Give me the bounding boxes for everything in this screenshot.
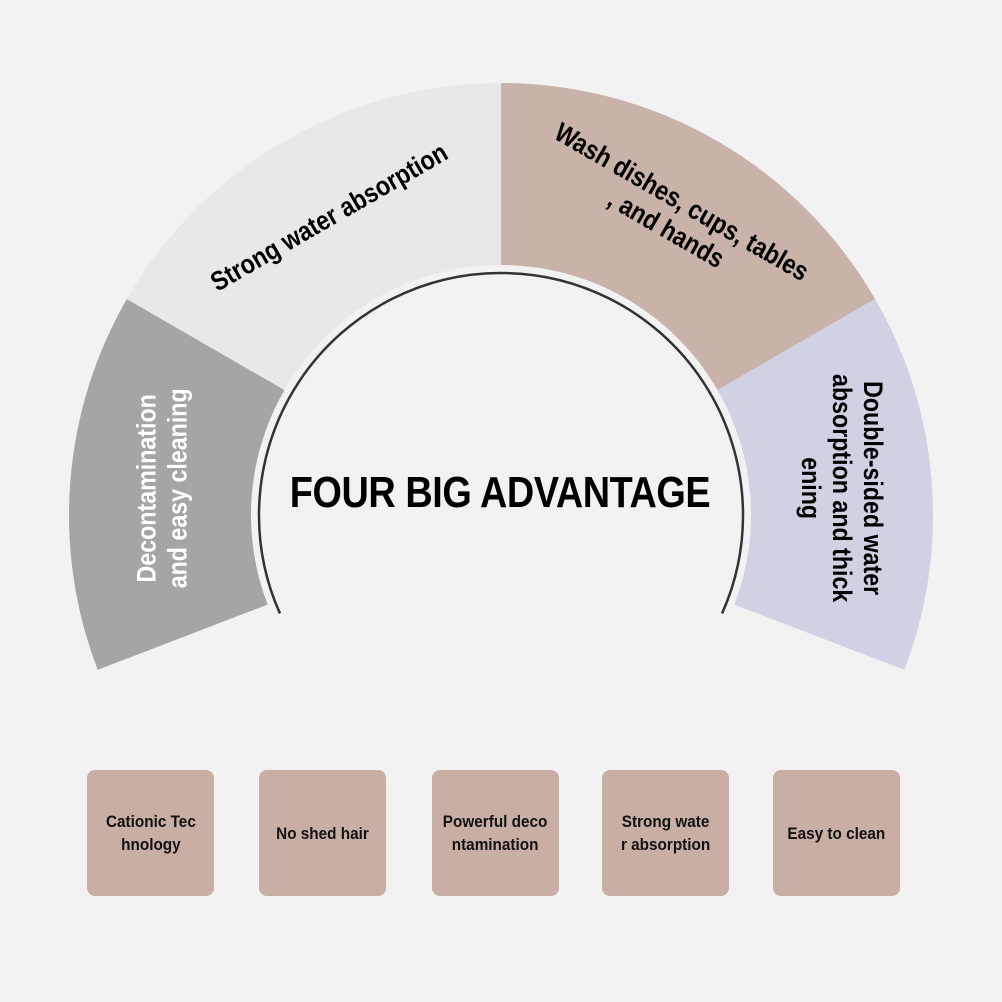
feature-card-decontamination: Powerful deco ntamination	[432, 770, 559, 896]
card-label: Powerful deco ntamination	[443, 812, 548, 854]
feature-card-water: Strong wate r absorption	[602, 770, 729, 896]
feature-card-no-shed: No shed hair	[259, 770, 386, 896]
segment-label-decontamination: Decontaminationand easy cleaning	[132, 388, 193, 588]
card-label: Cationic Tec hnology	[105, 812, 196, 854]
card-label: No shed hair	[276, 823, 369, 843]
feature-card-cationic: Cationic Tec hnology	[87, 770, 214, 896]
card-label: Strong wate r absorption	[620, 812, 711, 854]
inner-arc-line	[257, 271, 745, 614]
segment-wash	[501, 83, 876, 390]
card-label: Easy to clean	[787, 823, 886, 843]
segment-label-double-sided: Double-sided waterabsorption and thicken…	[796, 374, 888, 603]
segment-double-sided	[717, 299, 934, 670]
segment-decontamination	[69, 299, 285, 670]
feature-card-easy-clean: Easy to clean	[773, 770, 900, 896]
segment-water-absorption	[126, 83, 502, 390]
diagram-title: FOUR BIG ADVANTAGE	[289, 468, 711, 517]
